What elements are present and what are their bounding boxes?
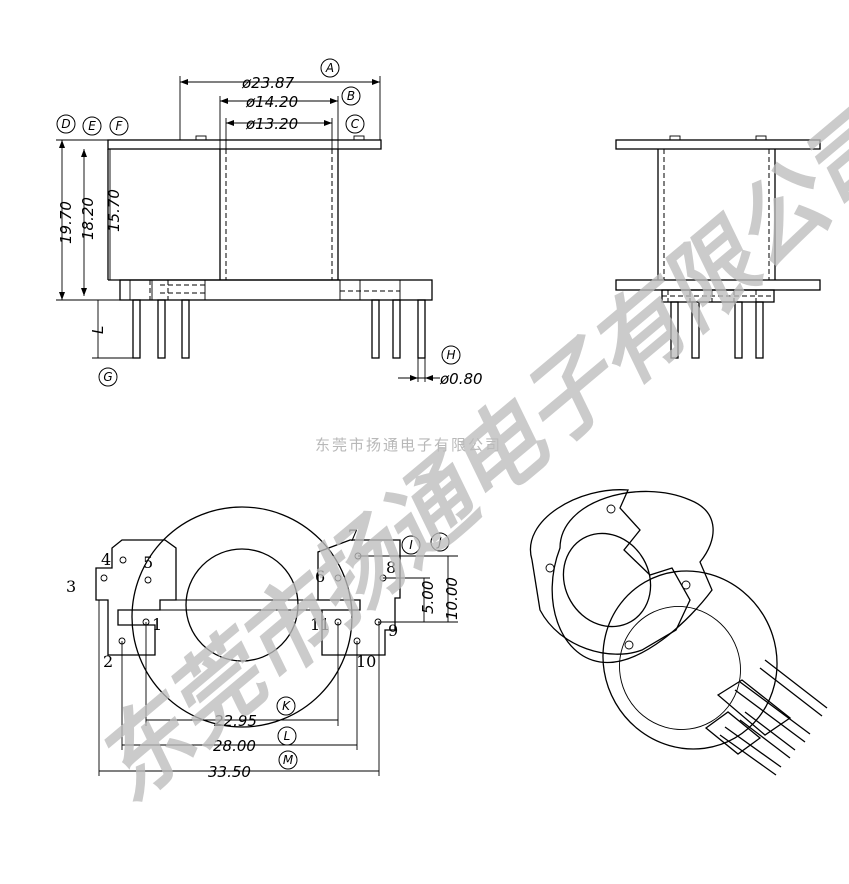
- pin: [157, 299, 166, 359]
- pin-label: 1: [152, 615, 162, 634]
- marker-j: J: [436, 535, 442, 549]
- watermark-big: 东莞市扬通电子有限公司: [75, 83, 849, 822]
- marker-m: M: [283, 753, 294, 767]
- dim-a: ø23.87: [241, 74, 295, 92]
- marker-c: C: [351, 117, 360, 131]
- side-view: [615, 135, 821, 359]
- marker-e: E: [88, 119, 96, 133]
- right-pin-block: [317, 539, 401, 656]
- pin-label: 5: [143, 553, 153, 572]
- bottom-view: 4 5 3 1 2 7 6 8 11 9 10 5.00 10.00 I J 2…: [66, 506, 461, 781]
- dim-h3: 15.70: [105, 189, 123, 232]
- dim-pin-length: L: [89, 326, 107, 334]
- pin-label: 3: [66, 577, 76, 596]
- pin-label: 2: [103, 652, 113, 671]
- dim-pin-dia: ø0.80: [439, 370, 483, 388]
- top-flange: [107, 139, 382, 150]
- pin-label: 9: [388, 621, 398, 640]
- dim-h1: 19.70: [57, 201, 75, 244]
- dim-l: 28.00: [213, 737, 256, 755]
- pin-label: 11: [310, 615, 330, 634]
- center-hole: [185, 548, 299, 662]
- pin: [132, 299, 141, 359]
- isometric-view: [529, 489, 828, 776]
- dim-c: ø13.20: [245, 115, 298, 133]
- outer-flange-circle: [131, 506, 353, 728]
- pin-label: 8: [386, 558, 396, 577]
- iso-top-flange: [551, 490, 714, 664]
- marker-i: I: [409, 538, 413, 552]
- pin: [371, 299, 380, 359]
- pin: [417, 299, 426, 359]
- pin-label: 4: [101, 550, 111, 569]
- pin-label: 7: [348, 526, 358, 545]
- side-top-flange: [615, 139, 821, 150]
- pin: [181, 299, 190, 359]
- pin-label: 6: [315, 567, 325, 586]
- marker-b: B: [347, 89, 355, 103]
- dim-b: ø14.20: [245, 93, 298, 111]
- dim-i: 5.00: [419, 581, 437, 614]
- base-flange: [119, 279, 433, 301]
- marker-l: L: [284, 729, 291, 743]
- front-view: ø23.87 A ø14.20 B ø13.20 C 19.70 18.20 1…: [56, 58, 483, 388]
- dim-j: 10.00: [443, 577, 461, 620]
- left-pin-block: [95, 539, 177, 656]
- pin: [392, 299, 401, 359]
- watermark-small: 东莞市扬通电子有限公司: [315, 436, 502, 454]
- pin-label: 10: [356, 652, 376, 671]
- marker-g: G: [103, 370, 112, 384]
- marker-h: H: [446, 348, 455, 362]
- dim-m: 33.50: [208, 763, 251, 781]
- marker-k: K: [282, 699, 291, 713]
- marker-f: F: [116, 119, 124, 133]
- dim-h2: 18.20: [79, 197, 97, 240]
- marker-a: A: [325, 61, 334, 75]
- dim-k: 22.95: [214, 712, 257, 730]
- marker-d: D: [61, 117, 70, 131]
